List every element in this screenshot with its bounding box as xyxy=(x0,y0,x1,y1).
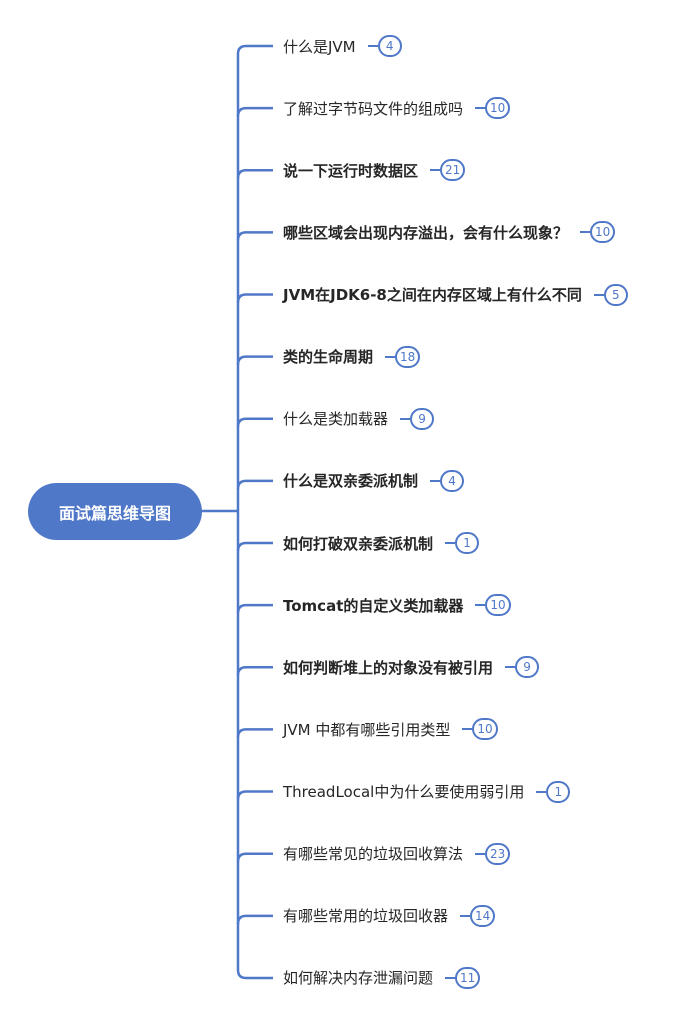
topic-node[interactable]: 说一下运行时数据区 21 xyxy=(283,158,466,182)
branch-line xyxy=(236,355,273,365)
badge-connector xyxy=(475,107,486,110)
collapsed-count-badge[interactable]: 5 xyxy=(603,283,628,306)
topic-label: 有哪些常见的垃圾回收算法 xyxy=(283,845,464,864)
topic-label: 如何打破双亲委派机制 xyxy=(283,534,434,553)
collapsed-count-badge[interactable]: 1 xyxy=(546,780,571,803)
badge-connector xyxy=(385,355,396,358)
branch-line xyxy=(236,169,273,179)
topic-label: JVM在JDK6-8之间在内存区域上有什么不同 xyxy=(283,286,582,305)
collapsed-count-badge[interactable]: 4 xyxy=(440,469,465,492)
topic-label: 类的生命周期 xyxy=(283,348,374,367)
badge-connector xyxy=(462,728,473,731)
collapsed-count-badge[interactable]: 9 xyxy=(410,407,435,430)
root-label: 面试篇思维导图 xyxy=(58,503,171,523)
topic-node[interactable]: 哪些区域会出现内存溢出，会有什么现象？ 10 xyxy=(283,220,616,244)
topic-node[interactable]: 如何判断堆上的对象没有被引用 9 xyxy=(283,655,540,679)
branch-line xyxy=(236,479,273,489)
branch-line xyxy=(236,969,273,980)
badge-connector xyxy=(445,542,456,545)
topic-label: 了解过字节码文件的组成吗 xyxy=(283,99,464,118)
badge-connector xyxy=(445,976,456,979)
topic-node[interactable]: JVM在JDK6-8之间在内存区域上有什么不同 5 xyxy=(283,283,628,307)
topic-node[interactable]: JVM 中都有哪些引用类型 10 xyxy=(283,717,498,741)
topic-node[interactable]: 如何解决内存泄漏问题 11 xyxy=(283,966,481,990)
branch-line xyxy=(236,106,273,117)
topic-label: Tomcat的自定义类加载器 xyxy=(283,596,464,615)
badge-connector xyxy=(475,604,486,607)
badge-connector xyxy=(430,479,441,482)
collapsed-count-badge[interactable]: 1 xyxy=(455,532,480,555)
topic-label: 说一下运行时数据区 xyxy=(283,161,419,180)
branch-line xyxy=(236,790,273,800)
branch-line xyxy=(236,231,273,241)
topic-label: 什么是类加载器 xyxy=(283,410,389,429)
branch-line xyxy=(236,852,273,862)
badge-connector xyxy=(505,666,516,669)
badge-connector xyxy=(580,231,591,234)
topic-node[interactable]: 什么是双亲委派机制 4 xyxy=(283,469,465,493)
collapsed-count-badge[interactable]: 23 xyxy=(485,842,511,865)
topic-label: 什么是双亲委派机制 xyxy=(283,472,419,491)
collapsed-count-badge[interactable]: 18 xyxy=(395,345,421,368)
topic-label: 什么是JVM xyxy=(283,37,356,56)
badge-connector xyxy=(460,914,471,917)
badge-connector xyxy=(536,790,547,793)
topic-label: ThreadLocal中为什么要使用弱引用 xyxy=(283,783,525,802)
collapsed-count-badge[interactable]: 4 xyxy=(377,35,402,57)
topic-node[interactable]: 了解过字节码文件的组成吗 10 xyxy=(283,96,511,120)
topic-node[interactable]: Tomcat的自定义类加载器 10 xyxy=(283,593,511,617)
topic-node[interactable]: 如何打破双亲委派机制 1 xyxy=(283,531,480,555)
topic-label: JVM 中都有哪些引用类型 xyxy=(283,720,451,739)
collapsed-count-badge[interactable]: 9 xyxy=(515,656,540,679)
root-node[interactable]: 面试篇思维导图 xyxy=(28,483,202,540)
topic-node[interactable]: 有哪些常见的垃圾回收算法 23 xyxy=(283,842,511,866)
branch-line xyxy=(236,914,273,924)
topic-label: 如何解决内存泄漏问题 xyxy=(283,969,434,988)
branch-line xyxy=(236,666,273,676)
branch-line xyxy=(236,728,273,738)
badge-connector xyxy=(430,169,441,172)
topic-node[interactable]: 类的生命周期 18 xyxy=(283,345,421,369)
branch-line xyxy=(236,541,273,552)
topic-node[interactable]: 有哪些常用的垃圾回收器 14 xyxy=(283,904,496,928)
branch-line xyxy=(236,417,273,427)
topic-node[interactable]: 什么是JVM 4 xyxy=(283,34,402,58)
topic-label: 有哪些常用的垃圾回收器 xyxy=(283,907,449,926)
topic-node[interactable]: 什么是类加载器 9 xyxy=(283,407,435,431)
badge-connector xyxy=(593,293,604,296)
badge-connector xyxy=(367,45,378,47)
badge-connector xyxy=(475,852,486,855)
branch-line xyxy=(236,44,273,55)
branch-line xyxy=(236,293,273,303)
collapsed-count-badge[interactable]: 10 xyxy=(485,594,511,617)
collapsed-count-badge[interactable]: 21 xyxy=(440,159,466,182)
topic-label: 哪些区域会出现内存溢出，会有什么现象？ xyxy=(283,223,569,242)
collapsed-count-badge[interactable]: 14 xyxy=(470,904,496,927)
badge-connector xyxy=(400,417,411,420)
collapsed-count-badge[interactable]: 10 xyxy=(472,718,498,741)
collapsed-count-badge[interactable]: 10 xyxy=(485,97,511,120)
collapsed-count-badge[interactable]: 11 xyxy=(455,966,481,989)
topic-label: 如何判断堆上的对象没有被引用 xyxy=(283,658,494,677)
branch-line xyxy=(236,603,273,614)
collapsed-count-badge[interactable]: 10 xyxy=(590,221,616,244)
topic-node[interactable]: ThreadLocal中为什么要使用弱引用 1 xyxy=(283,780,571,804)
